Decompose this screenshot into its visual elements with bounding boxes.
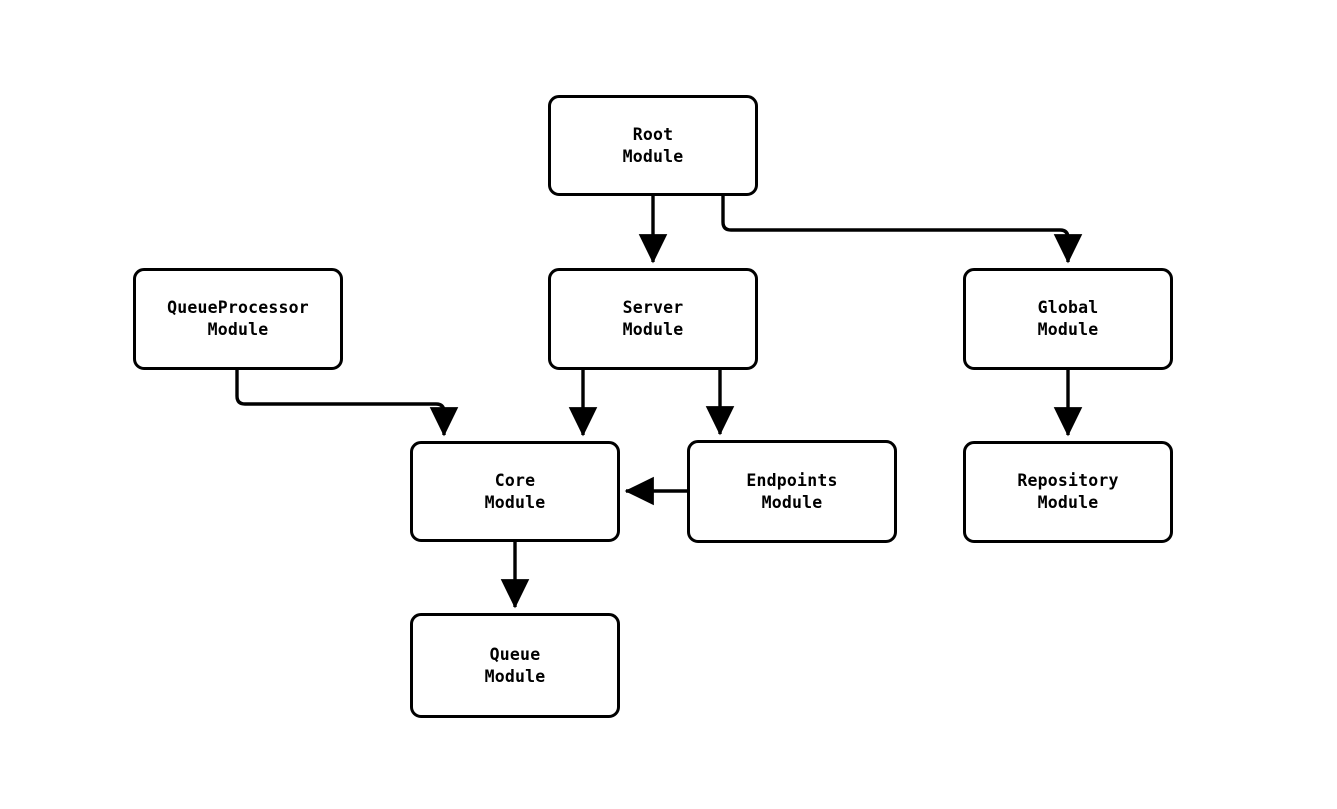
node-repository-module-name: Repository (1017, 471, 1119, 490)
node-server-module-name: Server (622, 298, 684, 317)
node-global-module[interactable]: Global Module (963, 268, 1173, 370)
node-server-module-suffix: Module (622, 320, 684, 339)
node-queue-module-suffix: Module (484, 666, 546, 686)
node-root-module-name: Root (632, 124, 674, 144)
node-endpoints-module[interactable]: Endpoints Module (687, 440, 897, 543)
node-core-module-name: Core (494, 470, 536, 490)
node-queue-module[interactable]: Queue Module (410, 613, 620, 718)
node-root-module[interactable]: Root Module (548, 95, 758, 196)
node-queueprocessor-module-suffix: Module (207, 320, 269, 339)
node-repository-module-suffix: Module (1037, 493, 1099, 512)
node-repository-module[interactable]: Repository Module (963, 441, 1173, 543)
node-core-module[interactable]: Core Module (410, 441, 620, 542)
edge-queueprocessor-to-core (235, 370, 459, 437)
node-queueprocessor-module-name: QueueProcessor (167, 298, 309, 317)
edge-root-to-global (721, 196, 1083, 264)
node-global-module-suffix: Module (1037, 320, 1099, 339)
node-endpoints-module-suffix: Module (761, 492, 823, 512)
node-core-module-suffix: Module (484, 492, 546, 512)
node-server-module[interactable]: Server Module (548, 268, 758, 370)
node-endpoints-module-name: Endpoints (746, 470, 838, 490)
node-queue-module-name: Queue (489, 644, 541, 664)
node-queueprocessor-module[interactable]: QueueProcessor Module (133, 268, 343, 370)
node-root-module-suffix: Module (622, 146, 684, 166)
node-global-module-name: Global (1037, 298, 1099, 317)
